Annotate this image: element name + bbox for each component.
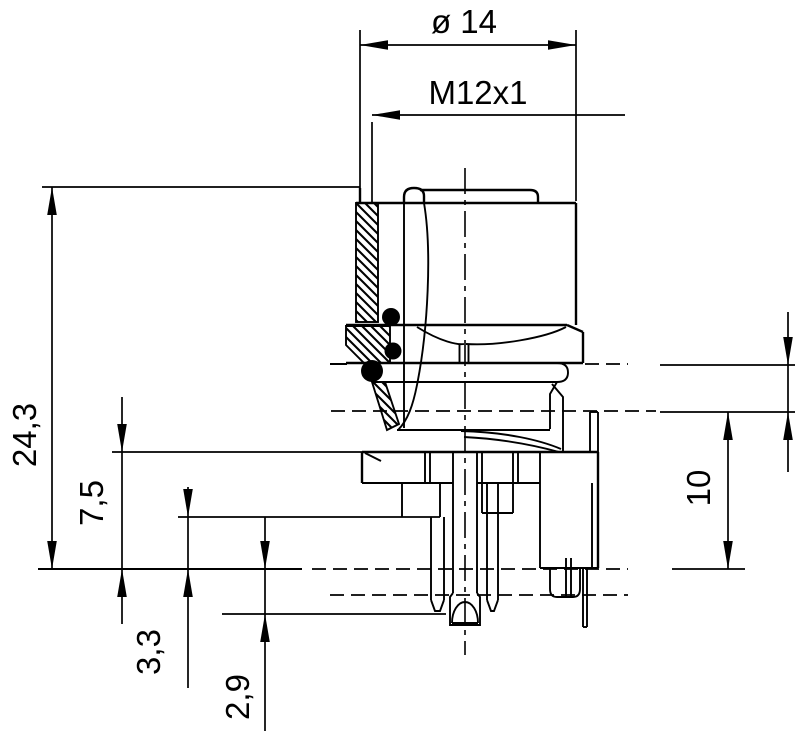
dim-label-thread: M12x1	[428, 74, 527, 111]
dim-label-10: 10	[680, 470, 717, 507]
dim-diameter-14: ø 14	[359, 3, 577, 201]
right-contact	[549, 558, 588, 628]
insert-profile	[397, 202, 430, 431]
dim-label-24-3: 24,3	[6, 403, 43, 467]
dim-height-2-9: 2,9	[219, 517, 446, 731]
connector-body	[345, 186, 600, 628]
dim-label-7-5: 7,5	[73, 480, 110, 526]
seal-lip-hatch	[370, 381, 401, 432]
runout-curve	[460, 430, 562, 450]
dim-label-diameter: ø 14	[431, 3, 497, 40]
seal-gland-hatch	[345, 325, 391, 364]
dim-height-24-3: 24,3	[6, 186, 360, 569]
o-ring-dot	[384, 342, 402, 360]
solder-pin-left	[430, 517, 445, 612]
dim-label-3-3: 3,3	[130, 629, 167, 675]
dim-height-10: 10	[660, 411, 795, 570]
o-ring-dot	[382, 308, 400, 326]
dim-thread-m12: M12x1	[371, 74, 625, 203]
dim-unlabeled-right	[660, 312, 795, 472]
solder-pin-center	[486, 483, 499, 612]
thread-section-hatch	[355, 202, 379, 323]
runout-curve	[463, 436, 560, 453]
hex-face-arc-left	[416, 326, 465, 346]
o-ring-dot	[361, 360, 383, 382]
insert-cap	[402, 186, 426, 203]
top-rim	[420, 188, 540, 203]
dim-height-3-3: 3,3	[130, 487, 440, 688]
dim-label-2-9: 2,9	[219, 674, 256, 720]
reference-lines	[38, 168, 656, 655]
dim-height-7-5: 7,5	[73, 397, 362, 624]
hex-face-arc-right	[465, 326, 567, 346]
collar-cap	[556, 362, 569, 383]
